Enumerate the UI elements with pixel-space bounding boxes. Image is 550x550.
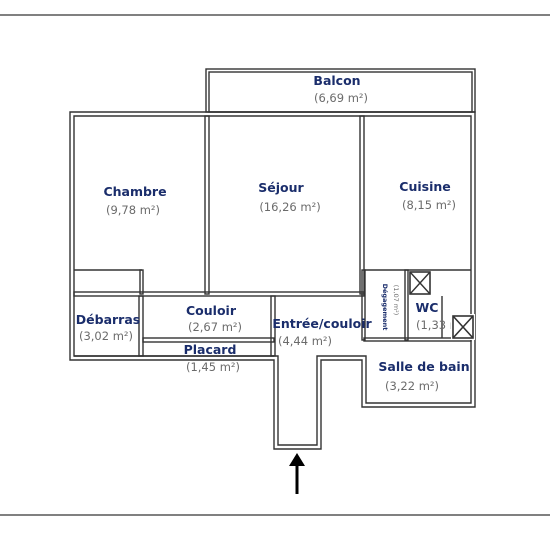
fixture-vent-1	[409, 271, 431, 295]
sejour-area: (16,26 m²)	[259, 200, 320, 214]
wc-name: WC	[416, 300, 439, 315]
placard-area: (1,45 m²)	[186, 360, 240, 374]
placard-name: Placard	[184, 342, 237, 357]
balcon-area: (6,69 m²)	[314, 91, 368, 105]
entree-couloir-area: (4,44 m²)	[278, 334, 332, 348]
debarras-area: (3,02 m²)	[79, 329, 133, 343]
degagement-area: (1,07 m²)	[392, 285, 400, 316]
couloir-name: Couloir	[186, 303, 237, 318]
sejour-name: Séjour	[258, 180, 304, 195]
cuisine-area: (8,15 m²)	[402, 198, 456, 212]
balcon-name: Balcon	[313, 73, 360, 88]
entree-couloir-name: Entrée/couloir	[272, 316, 372, 331]
interior-walls	[73, 115, 472, 357]
degagement-name: Dégagement	[381, 284, 389, 331]
cuisine-name: Cuisine	[399, 179, 450, 194]
chambre-name: Chambre	[103, 184, 166, 199]
chambre-area: (9,78 m²)	[106, 203, 160, 217]
debarras-name: Débarras	[76, 312, 140, 327]
salle-de-bain-name: Salle de bain	[378, 359, 469, 374]
couloir-area: (2,67 m²)	[188, 320, 242, 334]
walls	[69, 68, 476, 450]
fixture-vent-2-front	[452, 315, 474, 339]
room-labels: Balcon (6,69 m²) Chambre (9,78 m²) Séjou…	[76, 73, 470, 393]
salle-de-bain-area: (3,22 m²)	[385, 379, 439, 393]
entrance-arrow-icon	[289, 453, 305, 494]
outer-wall	[69, 111, 476, 450]
